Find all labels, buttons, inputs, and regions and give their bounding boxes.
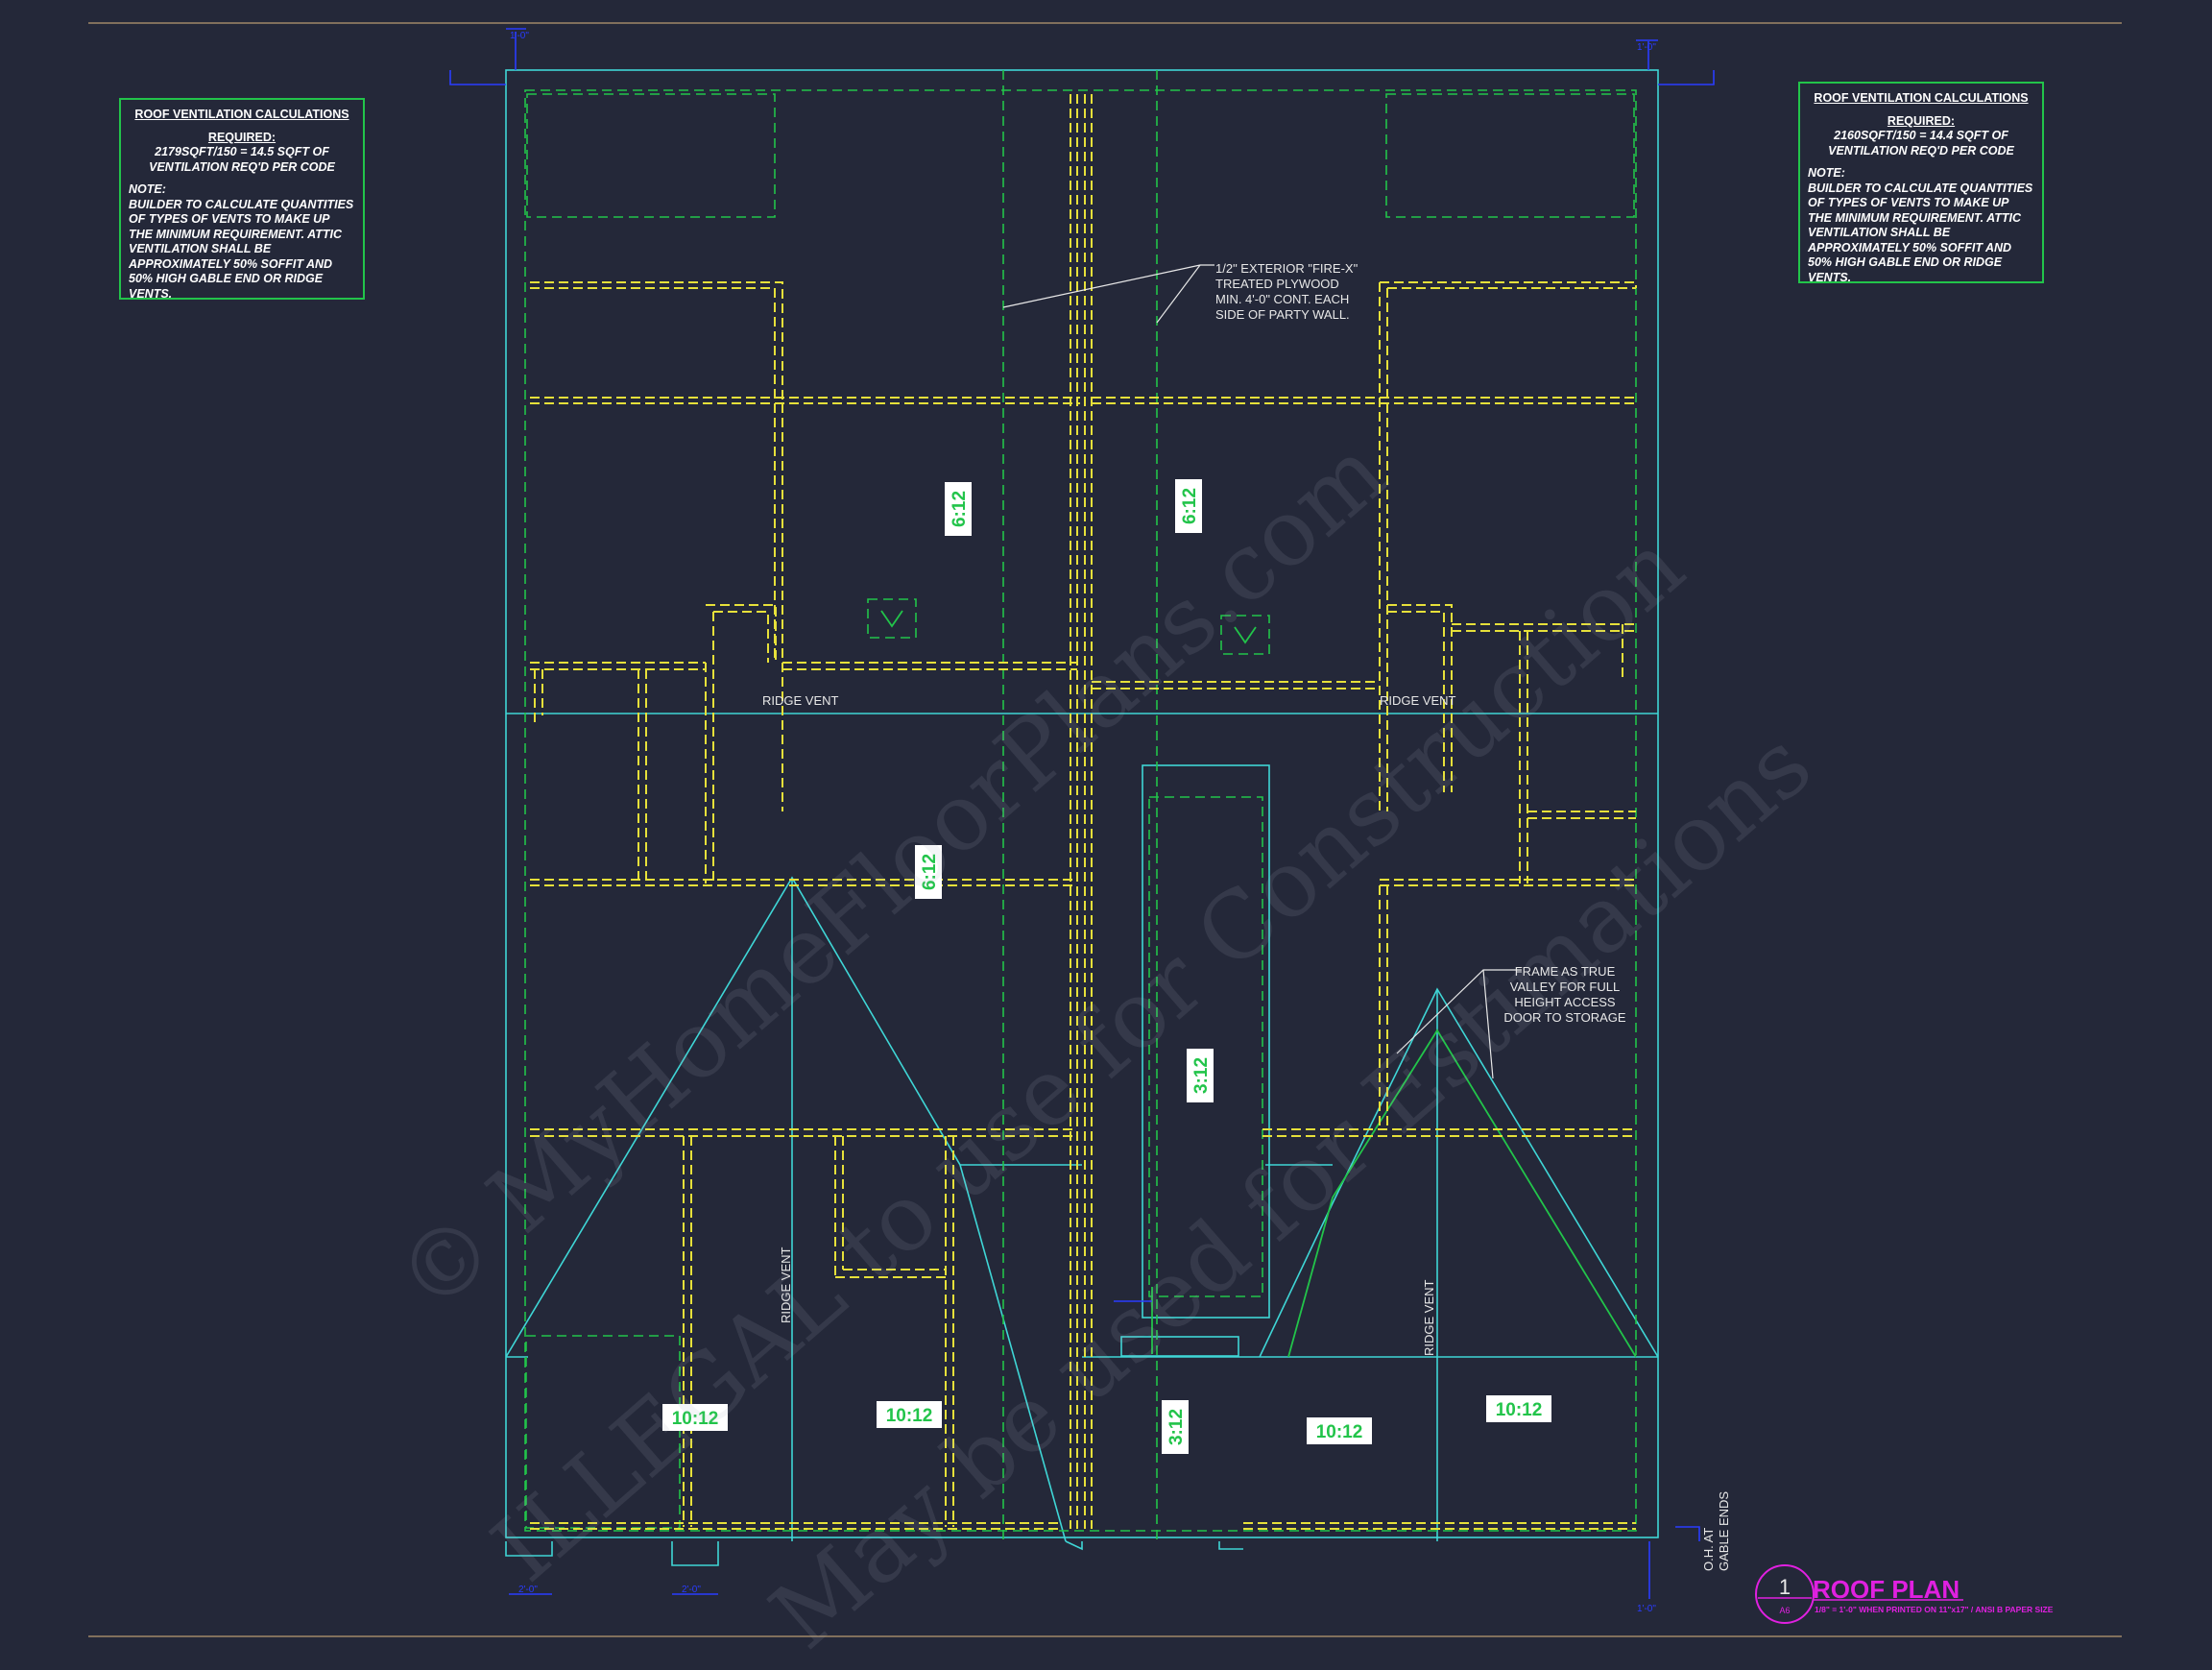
svg-text:6:12: 6:12 bbox=[950, 491, 970, 527]
dim-bottom-right: 1'-0" bbox=[1637, 1604, 1656, 1614]
ventilation-notes-right: ROOF VENTILATION CALCULATIONS REQUIRED: … bbox=[1798, 82, 2044, 284]
leader-lines bbox=[1002, 264, 1522, 1079]
svg-text:10:12: 10:12 bbox=[1496, 1400, 1543, 1420]
pitch-tag-3: 6:12 bbox=[915, 845, 942, 899]
drawing-title: ROOF PLAN bbox=[1813, 1575, 1960, 1604]
svg-text:3:12: 3:12 bbox=[1166, 1409, 1187, 1445]
roof-outline bbox=[505, 69, 1659, 1566]
required-calc-right: 2160SQFT/150 = 14.4 SQFT OF VENTILATION … bbox=[1828, 129, 2014, 157]
svg-text:10:12: 10:12 bbox=[1316, 1422, 1363, 1442]
title-block: 1 A6 ROOF PLAN 1/8" = 1'-0" WHEN PRINTED… bbox=[1755, 1564, 2054, 1624]
note-label-left: NOTE: bbox=[129, 182, 166, 196]
dim-top-left: 1'-0" bbox=[510, 31, 529, 41]
valley-note-line4: DOOR TO STORAGE bbox=[1503, 1010, 1625, 1025]
pitch-tag-2: 6:12 bbox=[1175, 479, 1202, 533]
pitch-tag-5: 3:12 bbox=[1162, 1400, 1189, 1454]
dim-bottom-left: 2'-0" bbox=[518, 1585, 538, 1595]
pitch-tag-1: 6:12 bbox=[945, 482, 972, 536]
ridge-vent-label-lower-right: RIDGE VENT bbox=[1422, 1279, 1436, 1356]
ridge-vent-label-left: RIDGE VENT bbox=[762, 693, 839, 708]
svg-text:10:12: 10:12 bbox=[672, 1409, 719, 1429]
required-label-right: REQUIRED: bbox=[1887, 113, 1956, 128]
plywood-note-line3: MIN. 4'-0" CONT. EACH bbox=[1215, 292, 1349, 306]
ventilation-notes-left: ROOF VENTILATION CALCULATIONS REQUIRED: … bbox=[119, 98, 365, 301]
pitch-tag-6: 10:12 bbox=[662, 1404, 728, 1431]
dim-bottom-mid: 2'-0" bbox=[682, 1585, 701, 1595]
sheet-number: A6 bbox=[1779, 1606, 1790, 1615]
overhang-note-line1: O.H. AT bbox=[1701, 1528, 1716, 1571]
valley-note-line3: HEIGHT ACCESS bbox=[1514, 995, 1616, 1009]
pitch-tag-8: 10:12 bbox=[1307, 1417, 1372, 1444]
note-text-left: BUILDER TO CALCULATE QUANTITIES OF TYPES… bbox=[129, 197, 354, 301]
drawing-number-circle bbox=[1755, 1564, 1815, 1624]
plywood-note-line4: SIDE OF PARTY WALL. bbox=[1215, 307, 1350, 322]
pitch-tag-7: 10:12 bbox=[877, 1401, 942, 1428]
valley-note-line2: VALLEY FOR FULL bbox=[1510, 980, 1620, 994]
ridge-vent-label-right: RIDGE VENT bbox=[1380, 693, 1456, 708]
ventilation-title-left: ROOF VENTILATION CALCULATIONS bbox=[134, 108, 349, 121]
pitch-tag-9: 10:12 bbox=[1486, 1395, 1551, 1422]
svg-text:6:12: 6:12 bbox=[920, 854, 940, 890]
required-calc-left: 2179SQFT/150 = 14.5 SQFT OF VENTILATION … bbox=[149, 145, 335, 174]
note-text-right: BUILDER TO CALCULATE QUANTITIES OF TYPES… bbox=[1808, 181, 2033, 284]
dimension-marks bbox=[449, 28, 1715, 1599]
dim-top-right: 1'-0" bbox=[1637, 42, 1656, 53]
drawing-scale: 1/8" = 1'-0" WHEN PRINTED ON 11"x17" / A… bbox=[1815, 1605, 2054, 1614]
required-label-left: REQUIRED: bbox=[207, 130, 276, 144]
overhang-note-line2: GABLE ENDS bbox=[1717, 1491, 1731, 1571]
plywood-note: 1/2" EXTERIOR "FIRE-X" TREATED PLYWOOD M… bbox=[1215, 261, 1358, 322]
svg-text:6:12: 6:12 bbox=[1180, 488, 1200, 524]
valley-note-line1: FRAME AS TRUE bbox=[1515, 964, 1616, 979]
svg-text:10:12: 10:12 bbox=[886, 1406, 933, 1426]
plywood-note-line1: 1/2" EXTERIOR "FIRE-X" bbox=[1215, 261, 1358, 276]
pitch-tag-4: 3:12 bbox=[1187, 1049, 1214, 1102]
wall-lines bbox=[530, 94, 1637, 1530]
plywood-note-line2: TREATED PLYWOOD bbox=[1215, 277, 1339, 291]
svg-text:3:12: 3:12 bbox=[1191, 1057, 1212, 1094]
ridge-vent-label-lower-left: RIDGE VENT bbox=[779, 1246, 793, 1323]
drawing-number: 1 bbox=[1779, 1575, 1791, 1599]
note-label-right: NOTE: bbox=[1808, 166, 1845, 180]
ventilation-title-right: ROOF VENTILATION CALCULATIONS bbox=[1814, 91, 2029, 105]
valley-note: FRAME AS TRUE VALLEY FOR FULL HEIGHT ACC… bbox=[1503, 964, 1625, 1025]
